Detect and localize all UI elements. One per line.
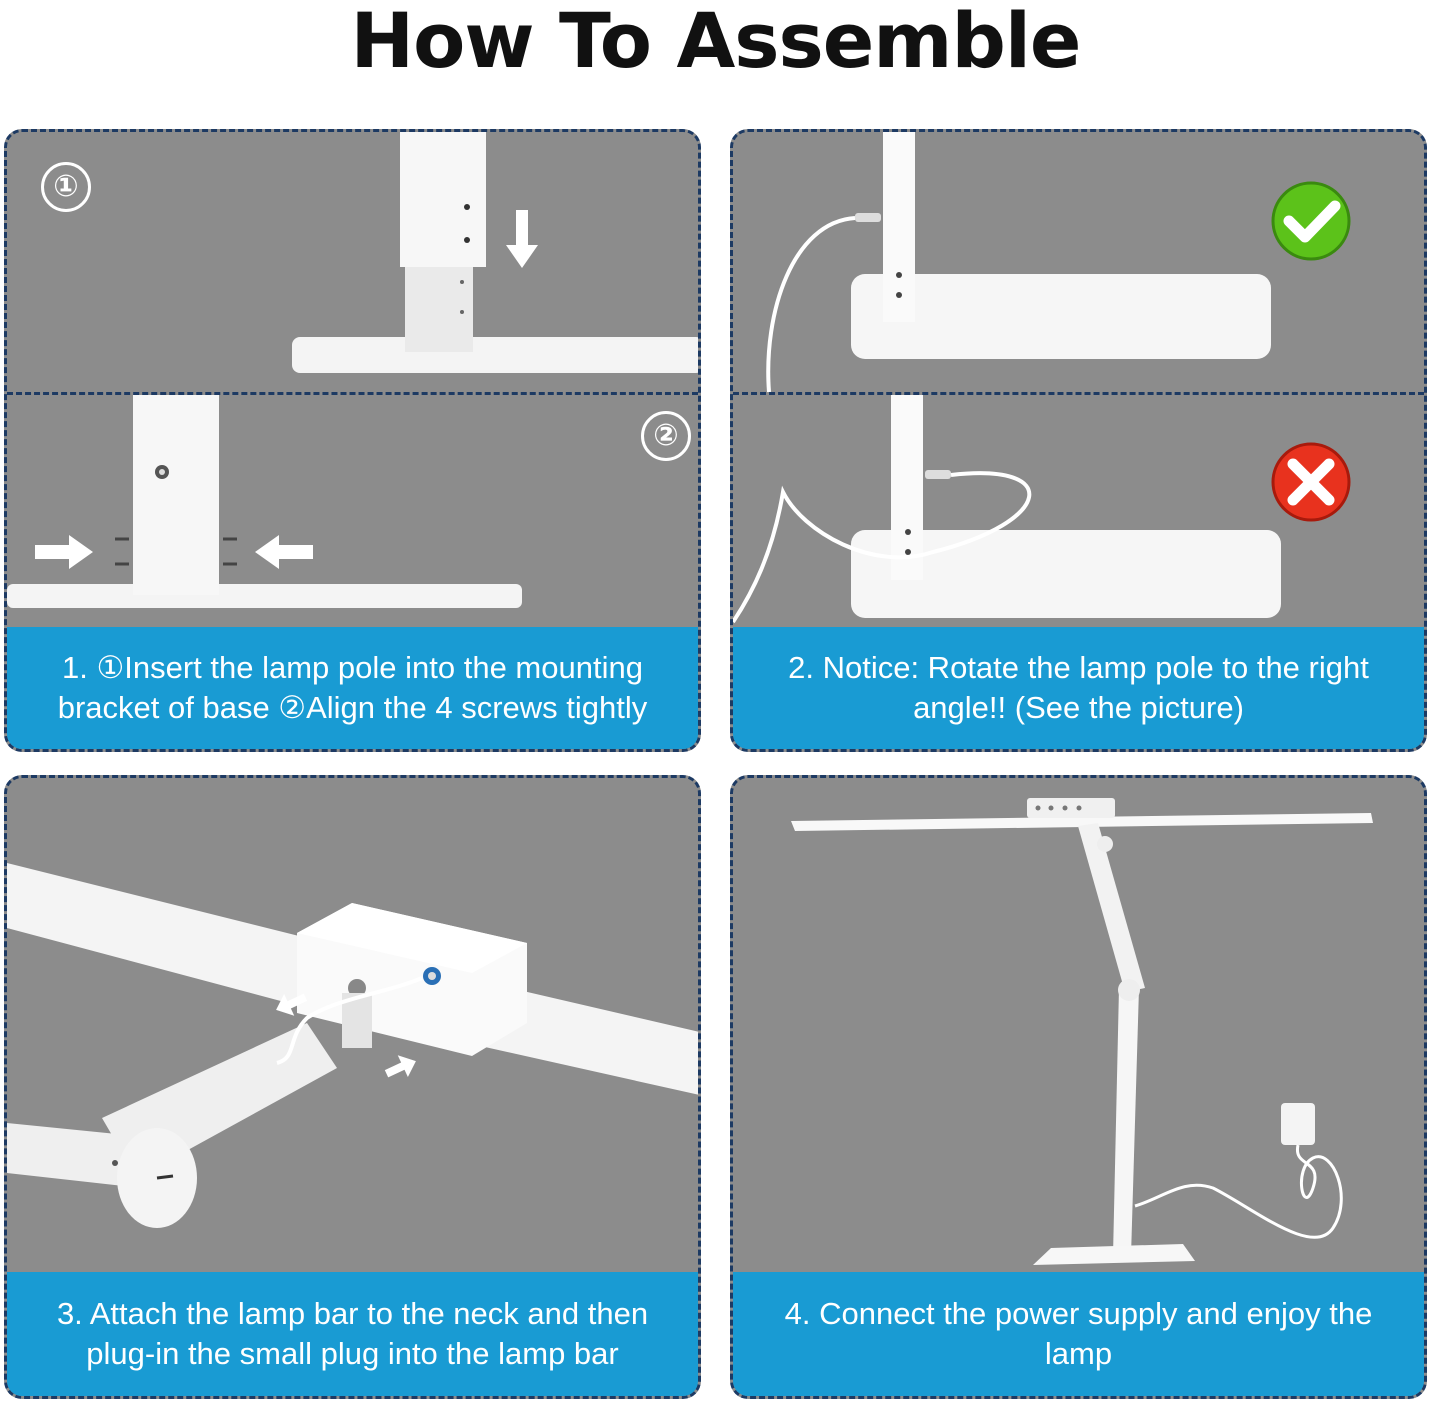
step-2-illustration [733,132,1351,624]
lamp-pole-2 [133,395,219,595]
lamp-base-2 [7,584,522,608]
step-2-line-2: angle!! (See the picture) [913,690,1244,725]
step-1-line-2: bracket of base ②Align the 4 screws tigh… [57,690,648,725]
step-2-caption: 2. Notice: Rotate the lamp pole to the r… [733,627,1424,749]
left-arrow-icon [276,993,308,1016]
step-1-illustration [7,132,698,608]
small-plug-cable [276,976,423,1065]
step-4-line-1: 4. Connect the power supply and enjoy th… [784,1296,1373,1331]
step-3-line-2: plug-in the small plug into the lamp bar [86,1336,619,1371]
lamp-pole-correct [883,132,915,322]
step-4-panel: 4. Connect the power supply and enjoy th… [730,775,1427,1399]
power-cable-correct [766,216,856,393]
check-icon [1273,183,1349,259]
assembled-base [1033,1244,1195,1265]
upper-arm [1078,823,1145,992]
down-arrow-icon [506,210,538,268]
power-adapter [1281,1103,1315,1145]
step-badge-2: ② [641,411,691,461]
lamp-base [292,337,698,373]
step-3-panel: 3. Attach the lamp bar to the neck and t… [4,775,701,1399]
step-1-panel: ① ② 1. ①Insert the lamp pole into the mo… [4,129,701,752]
left-arrow-icon [255,535,313,569]
control-panel [1027,798,1115,818]
power-cable [1134,1144,1343,1239]
step-1-line-1: 1. ①Insert the lamp pole into the mounti… [62,650,643,685]
step-4-line-2: lamp [1044,1336,1113,1371]
step-badge-1: ① [41,162,91,212]
right-arrow-icon [384,1055,416,1078]
panel-divider [733,392,1424,395]
lamp-base-correct [851,274,1271,359]
power-cable-wrong [733,471,1032,624]
step-3-illustration [7,863,698,1228]
lamp-bar-left [7,863,307,1008]
mounting-bracket [405,267,473,352]
page-title: How To Assemble [350,0,1082,85]
panel-divider [7,392,698,395]
right-arrow-icon [35,535,93,569]
assembled-lamp-bar [791,813,1373,831]
lower-arm [1113,988,1139,1256]
step-4-illustration [791,798,1373,1265]
step-3-caption: 3. Attach the lamp bar to the neck and t… [7,1272,698,1396]
step-2-panel: 2. Notice: Rotate the lamp pole to the r… [730,129,1427,752]
lamp-base-wrong [851,530,1281,618]
step-1-caption: 1. ①Insert the lamp pole into the mounti… [7,627,698,749]
lamp-pole-wrong [891,395,923,580]
lamp-pole [400,132,486,267]
step-2-line-1: 2. Notice: Rotate the lamp pole to the r… [788,650,1369,685]
step-4-caption: 4. Connect the power supply and enjoy th… [733,1272,1424,1396]
step-3-line-1: 3. Attach the lamp bar to the neck and t… [56,1296,649,1331]
